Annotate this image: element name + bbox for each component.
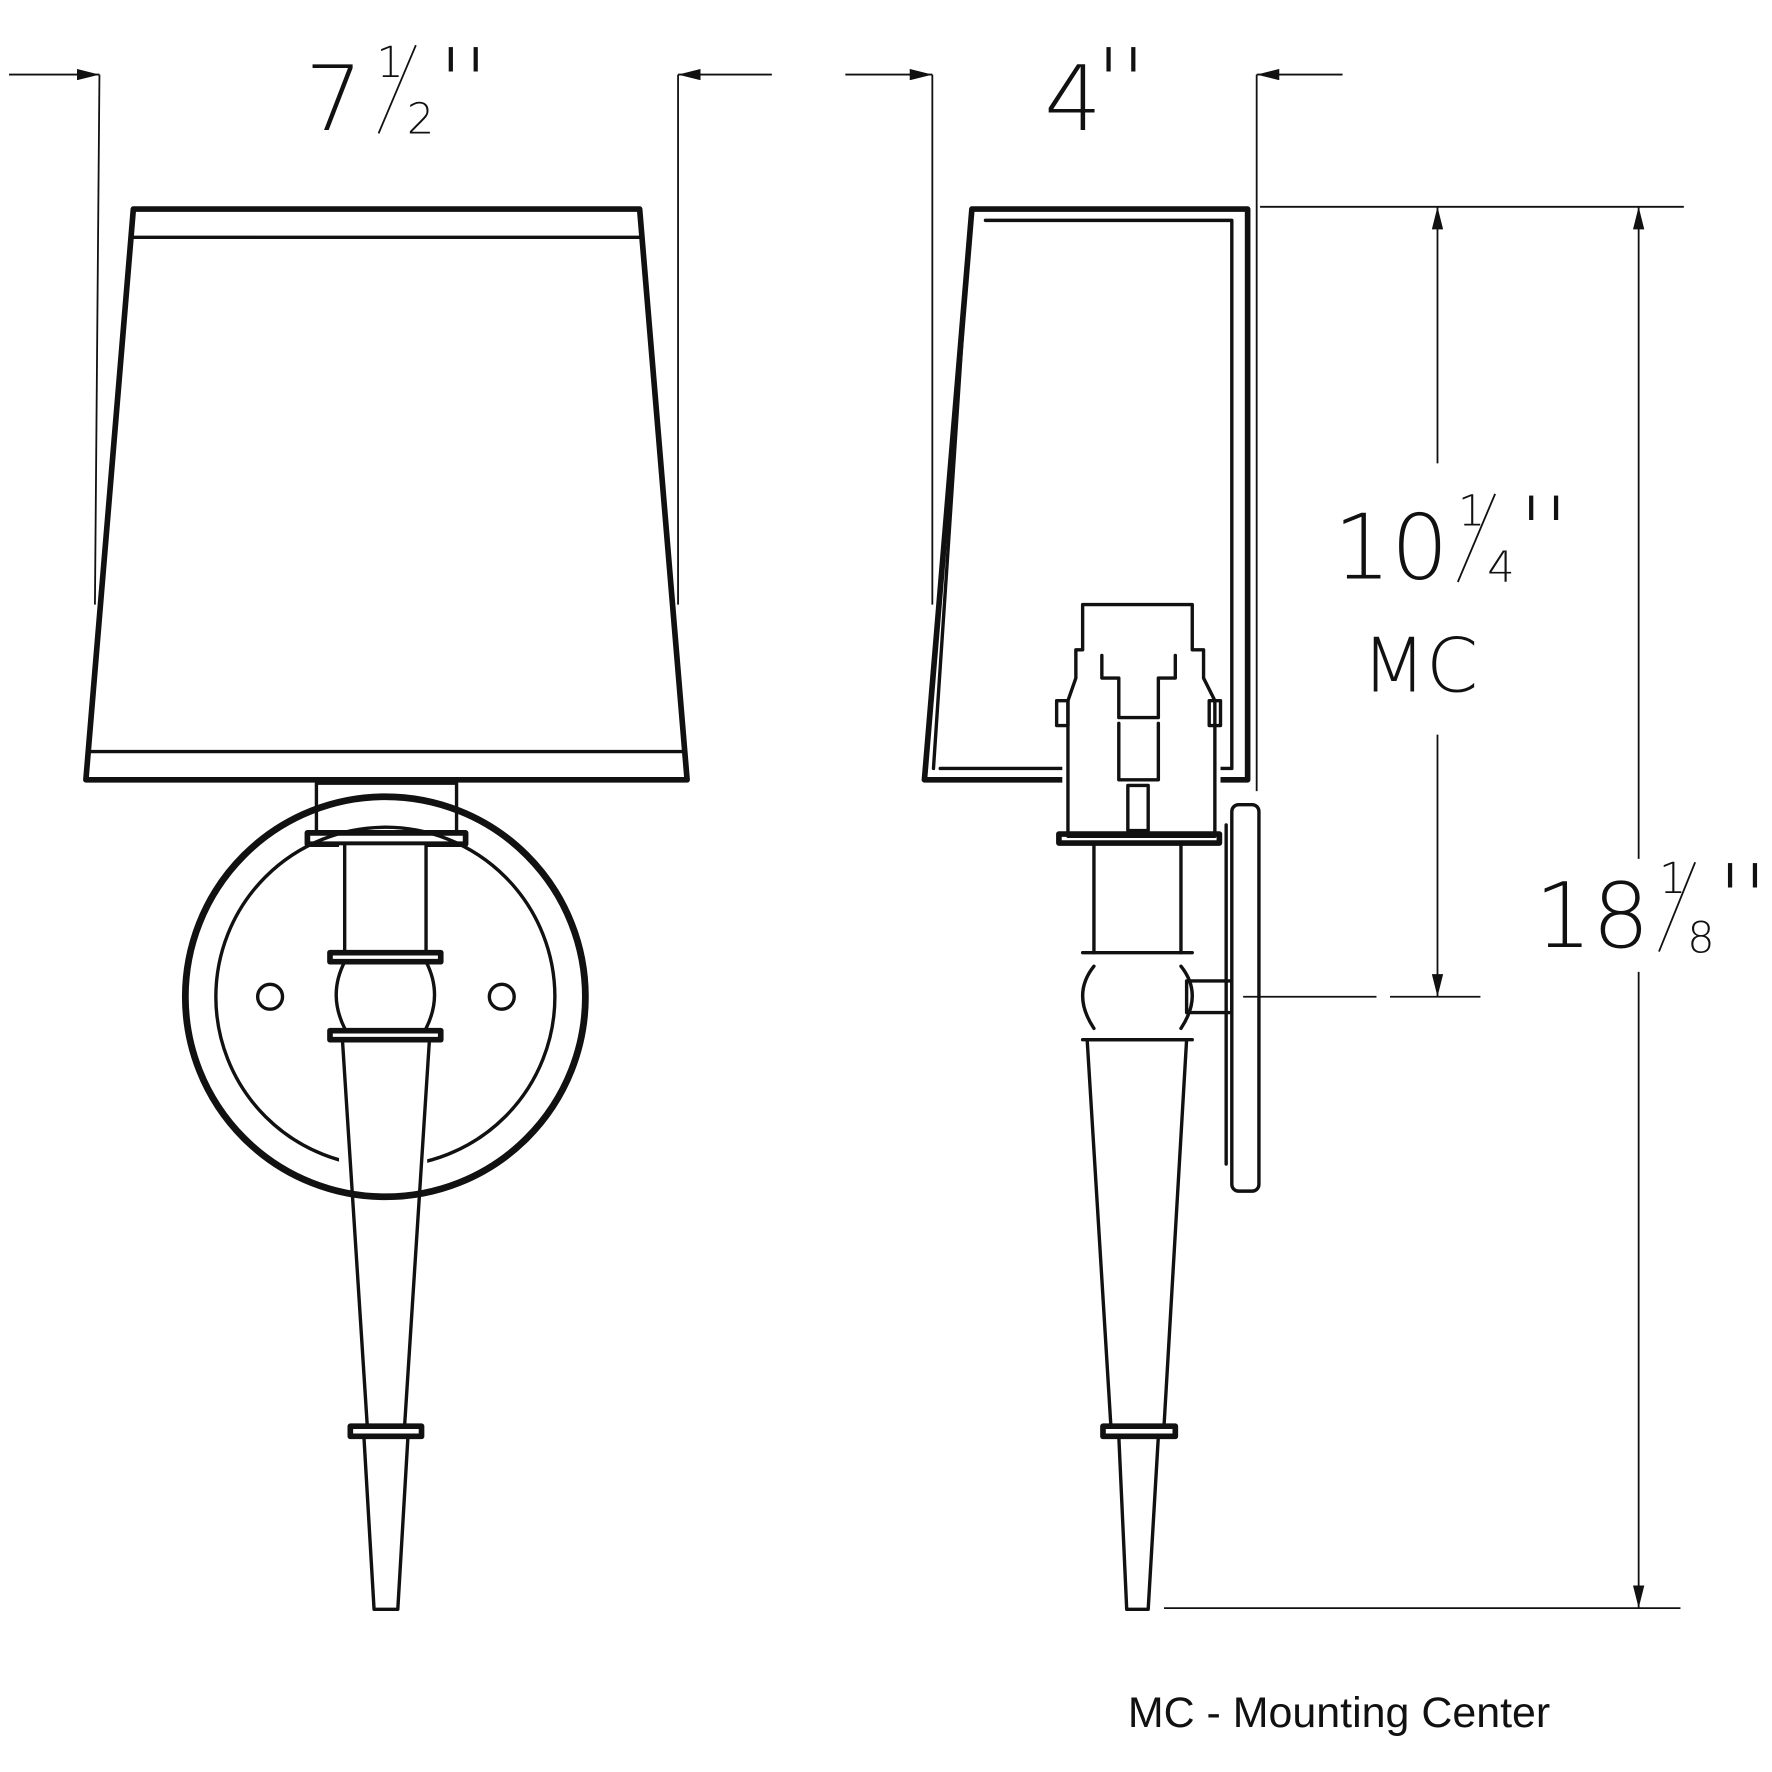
width-denominator: 2 bbox=[407, 94, 434, 144]
overall-height-whole: 18 bbox=[1535, 864, 1650, 969]
width-numerator: 1 bbox=[376, 38, 403, 88]
width-dimension: 7 1 2 '' bbox=[9, 30, 772, 605]
side-lamp-shade bbox=[921, 206, 1251, 783]
front-view: 7 1 2 '' bbox=[9, 30, 772, 1611]
depth-unit: '' bbox=[1096, 30, 1146, 135]
depth-whole: 4 bbox=[1044, 47, 1102, 152]
wall-backplate bbox=[181, 793, 589, 1201]
mounting-center-label: MC bbox=[1362, 623, 1478, 710]
socket bbox=[1054, 602, 1223, 846]
width-whole: 7 bbox=[305, 47, 363, 152]
depth-dimension: 4 '' bbox=[845, 30, 1343, 792]
mc-legend: MC - Mounting Center bbox=[1128, 1689, 1550, 1737]
side-view: 4 '' bbox=[845, 30, 1343, 1611]
lamp-shade bbox=[83, 206, 690, 783]
side-stem bbox=[1085, 1037, 1189, 1428]
overall-height-denominator: 8 bbox=[1687, 914, 1714, 964]
side-backplate bbox=[1230, 802, 1261, 1193]
mounting-height-whole: 10 bbox=[1334, 496, 1449, 601]
mounting-height-denominator: 4 bbox=[1487, 543, 1514, 593]
width-unit: '' bbox=[438, 30, 488, 135]
overall-height-unit: '' bbox=[1718, 846, 1768, 951]
mounting-height-unit: '' bbox=[1519, 479, 1569, 584]
height-dimensions: 10 1 4 '' MC 18 1 8 '' bbox=[1164, 205, 1768, 1610]
